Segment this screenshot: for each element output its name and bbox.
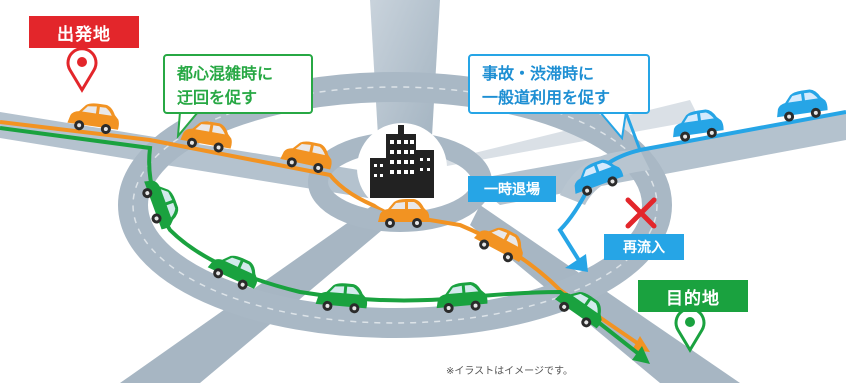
reenter-badge: 再流入 — [604, 234, 684, 260]
orange-route-line — [0, 120, 642, 347]
callout-incident: 事故・渋滞時に 一般道利用を促す — [468, 54, 650, 114]
callout-green-pointer — [176, 111, 199, 140]
building-icon — [357, 123, 447, 213]
start-location-pin-icon — [66, 47, 98, 93]
start-label: 出発地 — [29, 16, 139, 48]
goal-label: 目的地 — [638, 280, 748, 312]
exit-badge: 一時退場 — [468, 176, 556, 202]
callout-detour: 都心混雑時に 迂回を促す — [163, 54, 313, 114]
illustration-note: ※イラストはイメージです。 — [446, 366, 573, 377]
callout-blue-pointer — [599, 111, 627, 141]
cross-mark-icon — [625, 197, 657, 229]
